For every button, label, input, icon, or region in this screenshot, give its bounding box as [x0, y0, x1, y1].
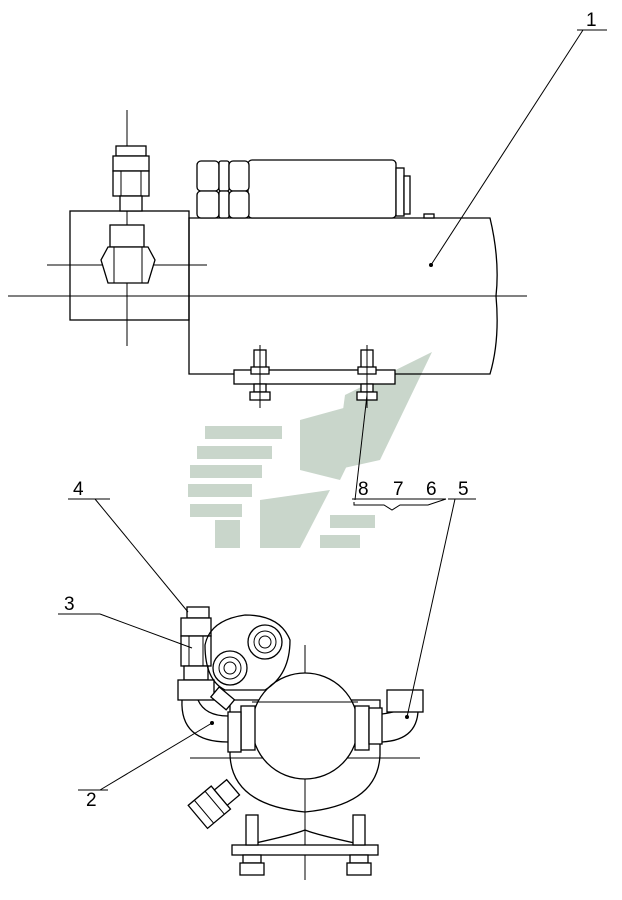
callout-1: 1 — [586, 10, 597, 31]
watermark-logo — [188, 352, 432, 548]
plug-upper — [109, 224, 145, 248]
top-fitting-stem — [119, 195, 143, 212]
receiver-body — [229, 699, 381, 813]
bottom-view — [177, 606, 424, 880]
top-view — [8, 110, 527, 408]
valve-nut — [177, 679, 215, 701]
left-connector — [240, 705, 256, 751]
cylinder-body — [188, 217, 498, 375]
strap-bolt-left — [245, 814, 259, 846]
nut-b — [196, 190, 220, 219]
solenoid-nut-a — [247, 624, 283, 660]
callout-2: 2 — [86, 790, 97, 811]
right-connector — [354, 705, 370, 751]
strap-bolt-right — [352, 814, 366, 846]
nut-a — [196, 160, 220, 192]
mounting-strap — [231, 829, 379, 849]
callout-7: 7 — [393, 479, 404, 500]
solenoid-cap — [395, 167, 405, 217]
callout-6: 6 — [426, 479, 437, 500]
callout-4: 4 — [73, 479, 84, 500]
top-fitting-hex — [112, 155, 150, 172]
callout-8: 8 — [358, 479, 369, 500]
leader-lines — [58, 29, 607, 791]
top-fitting-nut — [115, 145, 147, 157]
solenoid-nut-b — [212, 650, 248, 686]
plug-hex — [100, 246, 156, 284]
callout-5: 5 — [458, 479, 469, 500]
right-fitting — [386, 689, 424, 713]
top-fitting-body — [112, 170, 150, 197]
callout-3: 3 — [64, 594, 75, 615]
solenoid-coil — [247, 159, 397, 219]
mounting-bracket — [233, 369, 396, 385]
solenoid-housing — [204, 614, 291, 691]
valve-cap — [186, 606, 210, 619]
